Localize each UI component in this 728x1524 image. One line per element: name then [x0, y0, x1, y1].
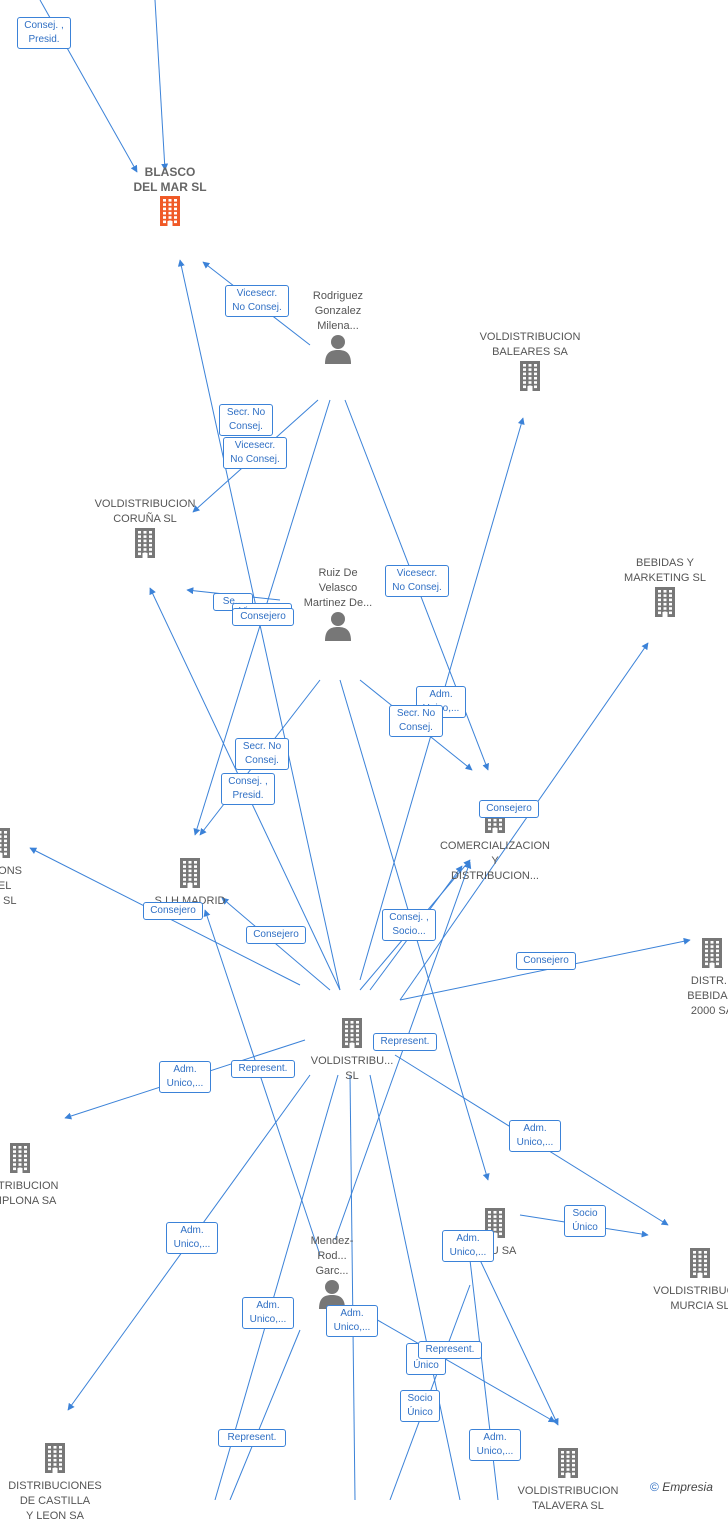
edge-label-13[interactable]: Consejero	[246, 926, 306, 944]
node-rodriguez[interactable]: Rodriguez Gonzalez Milena...	[268, 289, 408, 369]
node-label: VOLDISTRIBUCION BALEARES SA	[479, 331, 581, 358]
edge-27	[369, 1074, 461, 1500]
node-label: ...CIONS ...EL ...S SL	[0, 865, 22, 907]
building-icon	[339, 1017, 365, 1054]
edge-label-9[interactable]: Secr. No Consej.	[235, 738, 289, 770]
node-label: VOLDISTRIBUCION CORUÑA SL	[94, 498, 196, 525]
edge-label-2[interactable]: Secr. No Consej.	[219, 404, 273, 436]
node-label: BLASCO DEL MAR SL	[133, 165, 207, 194]
node-label: VOLDISTRIBU... SL	[310, 1055, 394, 1082]
building-icon	[687, 1247, 713, 1284]
node-blasco[interactable]: BLASCO DEL MAR SL	[100, 165, 240, 232]
node-label: VOLDISTRIBUCI... MURCIA SL	[653, 1285, 728, 1312]
node-baleares[interactable]: VOLDISTRIBUCION BALEARES SA	[460, 330, 600, 397]
node-label: COMERCIALIZACION Y DISTRIBUCION...	[439, 840, 550, 882]
edge-label-10[interactable]: Secr. No Consej.	[389, 705, 443, 737]
edge-label-17[interactable]: Represent.	[373, 1033, 437, 1051]
edge-label-8[interactable]: Adm. Unico,...	[416, 686, 466, 718]
building-icon	[517, 360, 543, 397]
edge-17	[399, 937, 691, 1001]
node-mendez[interactable]: Mendez- Rod... Garc...	[262, 1234, 402, 1314]
edge-label-25[interactable]: Adm. Unico,...	[442, 1230, 494, 1262]
node-coruna[interactable]: VOLDISTRIBUCION CORUÑA SL	[75, 497, 215, 564]
person-icon	[324, 611, 352, 646]
edge-label-28[interactable]: Socio Único	[400, 1390, 440, 1422]
edge-label-1[interactable]: Vicesecr. No Consej.	[225, 285, 289, 317]
building-icon	[652, 586, 678, 623]
node-distbebidas[interactable]: DISTR... BEBIDA... 2000 SA	[642, 937, 728, 1019]
edge-label-4[interactable]: Vicesecr. No Consej.	[385, 565, 449, 597]
edge-label-3[interactable]: Vicesecr. No Consej.	[223, 437, 287, 469]
node-label: VOLDISTRIBUCION TALAVERA SL	[517, 1485, 619, 1512]
edge-label-0[interactable]: Consej. , Presid.	[17, 17, 71, 49]
brand-name: Empresia	[662, 1480, 713, 1494]
node-label: Rodriguez Gonzalez Milena...	[312, 290, 364, 332]
edge-32	[469, 1259, 499, 1500]
node-label: DISTR... BEBIDA... 2000 SA	[687, 975, 728, 1017]
node-pamplona[interactable]: ...STRIBUCION ...MPLONA SA	[0, 1142, 90, 1209]
node-bebidas[interactable]: BEBIDAS Y MARKETING SL	[595, 556, 728, 623]
building-icon	[157, 195, 183, 232]
edge-1	[154, 0, 169, 171]
node-label: ...STRIBUCION ...MPLONA SA	[0, 1180, 59, 1207]
building-icon	[0, 827, 13, 864]
building-icon	[177, 857, 203, 894]
node-ruiz[interactable]: Ruiz De Velasco Martinez De...	[268, 566, 408, 646]
building-icon	[555, 1447, 581, 1484]
edge-label-16[interactable]: Consejero	[516, 952, 576, 970]
node-murcia[interactable]: VOLDISTRIBUCI... MURCIA SL	[630, 1247, 728, 1314]
node-label: Mendez- Rod... Garc...	[310, 1235, 354, 1277]
edge-12	[399, 642, 649, 1001]
building-icon	[132, 527, 158, 564]
edge-label-22[interactable]: Adm. Unico,...	[166, 1222, 218, 1254]
edge-label-11[interactable]: Consej. , Presid.	[221, 773, 275, 805]
edge-28	[349, 1074, 356, 1500]
edge-label-24[interactable]: Adm. Unico,...	[326, 1305, 378, 1337]
edge-26	[359, 1309, 556, 1423]
node-label: BEBIDAS Y MARKETING SL	[624, 557, 706, 584]
building-icon	[699, 937, 725, 974]
edge-label-30[interactable]: Adm. Unico,...	[469, 1429, 521, 1461]
edge-label-12[interactable]: Consejero	[479, 800, 539, 818]
building-icon	[482, 1207, 508, 1244]
edge-label-27[interactable]: Represent.	[418, 1341, 482, 1359]
edge-label-18[interactable]: Adm. Unico,...	[159, 1061, 211, 1093]
node-label: Ruiz De Velasco Martinez De...	[303, 567, 373, 609]
node-castilla[interactable]: DISTRIBUCIONES DE CASTILLA Y LEON SA	[0, 1442, 125, 1524]
node-voldistribucion[interactable]: VOLDISTRIBU... SL	[282, 1017, 422, 1084]
edge-label-21[interactable]: Socio Único	[564, 1205, 606, 1237]
node-distcions[interactable]: ...CIONS ...EL ...S SL	[0, 827, 70, 909]
edge-label-7[interactable]: Consejero	[232, 608, 294, 626]
person-icon	[324, 334, 352, 369]
edge-21	[334, 861, 472, 1241]
node-label: DISTRIBUCIONES DE CASTILLA Y LEON SA	[8, 1480, 102, 1522]
building-icon	[7, 1142, 33, 1179]
edge-20	[203, 909, 321, 1256]
edge-label-15[interactable]: Consej. , Socio...	[382, 909, 436, 941]
edge-25	[479, 1259, 559, 1426]
edge-30	[229, 1329, 301, 1500]
building-icon	[42, 1442, 68, 1479]
copyright-symbol: ©	[650, 1480, 659, 1494]
edge-label-20[interactable]: Adm. Unico,...	[509, 1120, 561, 1152]
edge-label-23[interactable]: Adm. Unico,...	[242, 1297, 294, 1329]
edge-label-14[interactable]: Consejero	[143, 902, 203, 920]
edge-label-29[interactable]: Represent.	[218, 1429, 286, 1447]
edge-label-19[interactable]: Represent.	[231, 1060, 295, 1078]
edge-14	[221, 897, 331, 991]
brand-footer: © Empresia	[650, 1480, 713, 1494]
